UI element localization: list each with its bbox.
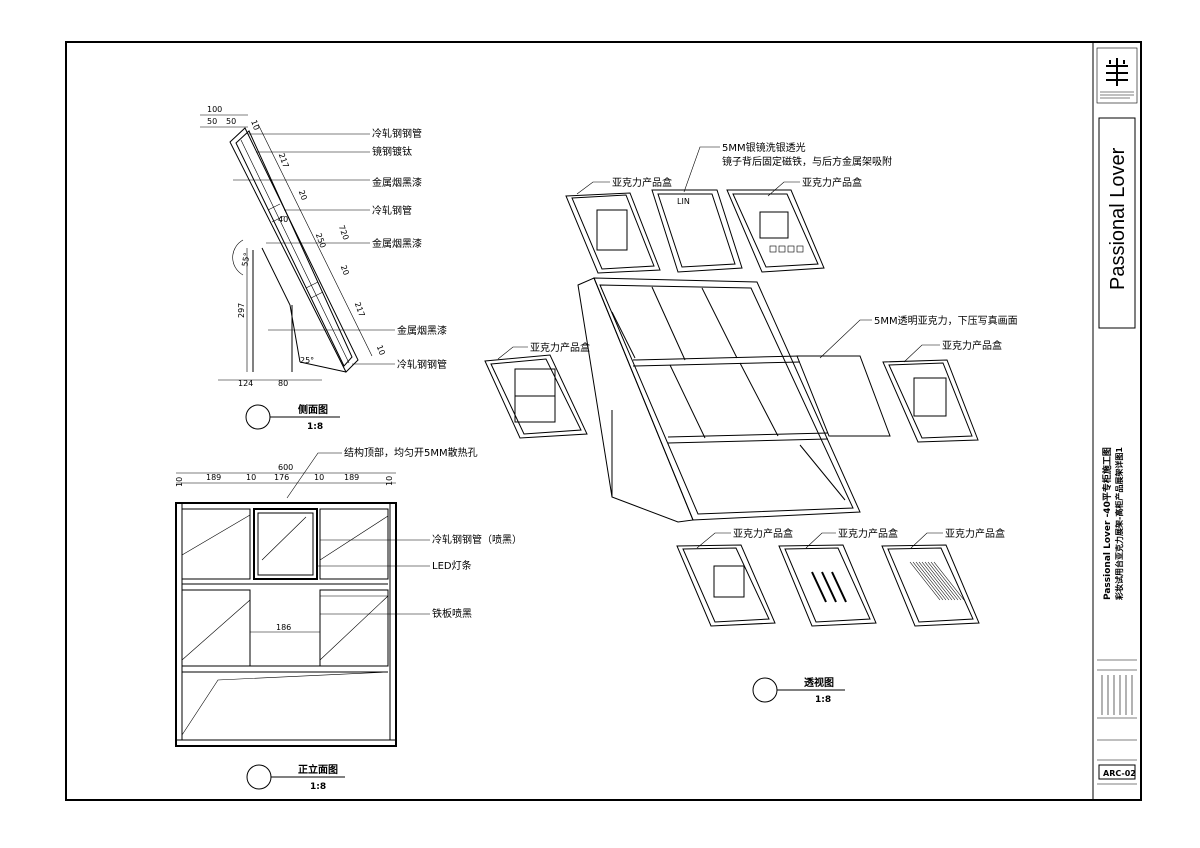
front-dim-10-1: 10 [175,477,184,487]
front-label-2: 冷轧钢钢管（喷黑） [432,533,522,546]
side-view-title: 侧面图 [298,403,328,416]
front-dim-10-2: 10 [246,473,256,482]
acrylic-box-label-3: 亚克力产品盒 [530,341,590,354]
angle-25: 25° [300,356,314,365]
front-dim-176: 176 [274,473,289,482]
side-label-5: 金属烟黑漆 [372,237,422,250]
front-dim-600: 600 [278,463,293,472]
side-label-7: 冷轧钢钢管 [397,358,447,371]
outer-border [65,41,1142,801]
project-title-line-1: Passional Lover -40平专柜施工图 [1101,447,1113,600]
acrylic-box-label-4: 亚克力产品盒 [942,339,1002,352]
dim-20-b: 20 [339,264,351,277]
dim-297: 297 [237,303,246,318]
acrylic-box-label-5: 亚克力产品盒 [733,527,793,540]
front-dim-186: 186 [276,623,291,632]
front-view-drawing: 600 10 189 10 176 10 189 10 186 结构顶部，均匀开… [175,446,522,792]
dim-100: 100 [207,105,222,114]
dim-124: 124 [238,379,253,388]
mirror-label-2: 镜子背后固定磁铁，与后方金属架吸附 [722,155,892,168]
dim-80: 80 [278,379,288,388]
front-label-1: 结构顶部，均匀开5MM散热孔 [344,446,478,459]
side-label-6: 金属烟黑漆 [397,324,447,337]
front-label-3: LED灯条 [432,559,472,572]
perspective-marker [752,677,778,703]
mirror-tag: LIN [677,197,690,206]
front-view-marker [246,764,272,790]
dim-10-a: 10 [249,119,261,132]
side-label-1: 冷轧钢钢管 [372,127,422,140]
front-view-title: 正立面图 [298,763,338,776]
side-label-2: 镜钢镀钛 [372,145,412,158]
front-dim-189-2: 189 [344,473,359,482]
side-label-4: 冷轧钢管 [372,204,412,217]
brand-logo-icon [1106,58,1128,86]
dim-217-b: 217 [353,301,367,318]
title-block: Passional Lover Passional Lover -40平专柜施工… [1096,47,1138,785]
front-view-scale: 1:8 [310,782,326,792]
project-title-line-2: 彩妆试用台亚克力展架-高柜产品展架详图1 [1114,447,1124,601]
perspective-drawing: LIN [484,141,1018,705]
dim-50-b: 50 [226,117,236,126]
mirror-label-1: 5MM银镜洗银透光 [722,141,806,154]
clear-acrylic-label: 5MM透明亚克力，下压写真画面 [874,314,1018,327]
side-view-scale: 1:8 [307,422,323,432]
acrylic-box-label-7: 亚克力产品盒 [945,527,1005,540]
brand-name: Passional Lover [1107,147,1129,290]
side-view-marker [245,404,271,430]
front-dim-189-1: 189 [206,473,221,482]
angle-55: 55° [240,252,251,268]
dim-720: 720 [337,224,351,241]
dim-40: 40 [278,215,288,224]
side-label-3: 金属烟黑漆 [372,176,422,189]
dim-20-a: 20 [297,189,309,202]
acrylic-box-label-1: 亚克力产品盒 [612,176,672,189]
dim-50-a: 50 [207,117,217,126]
acrylic-box-label-6: 亚克力产品盒 [838,527,898,540]
drawing-number: ARC-02 [1103,769,1136,778]
dim-10-b: 10 [375,344,387,357]
dim-250: 250 [314,232,328,249]
acrylic-box-label-2: 亚克力产品盒 [802,176,862,189]
front-dim-10-4: 10 [385,476,394,486]
front-dim-10-3: 10 [314,473,324,482]
side-view-drawing: 100 50 50 10 217 20 40 720 250 20 217 10… [200,105,447,432]
front-label-4: 铁板喷黑 [432,607,472,620]
perspective-title: 透视图 [804,676,834,689]
perspective-scale: 1:8 [815,695,831,705]
